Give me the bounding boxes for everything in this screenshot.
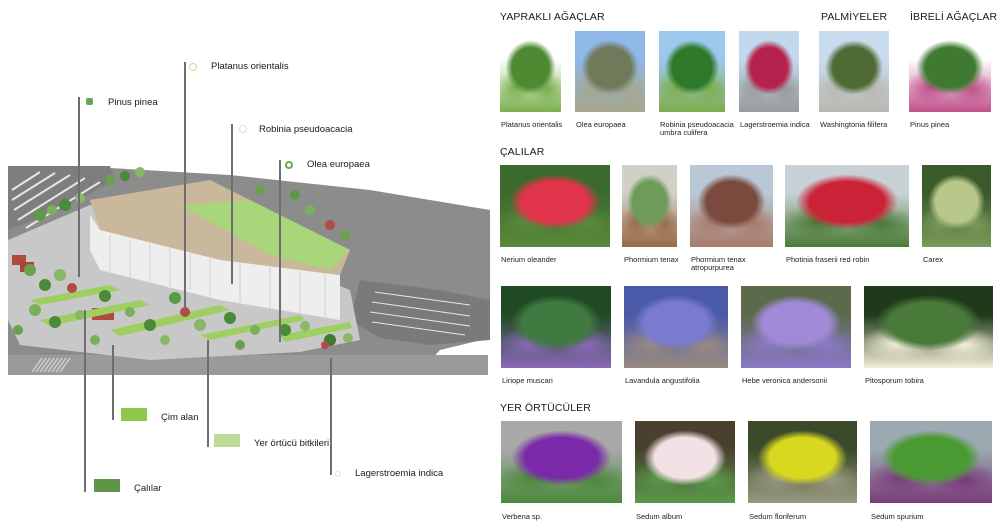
- callout-robinia-pseudoacacia: Robinia pseudoacacia: [259, 124, 353, 135]
- legend-label-cim-alan: Çim alan: [161, 412, 199, 423]
- caption-washingtonia: Washingtonia filifera: [820, 120, 888, 129]
- leader-line-lagerstroemia: [330, 358, 332, 475]
- section-title-deciduous-trees: YAPRAKLI AĞAÇLAR: [500, 11, 605, 23]
- caption-photinia: Photinia fraserii red robin: [786, 255, 870, 264]
- caption-phormium-atropurpurea-line1: Phormium tenax: [691, 255, 746, 264]
- plant-photo-washingtonia: [819, 31, 889, 112]
- caption-robinia-line2: umbra culifera: [660, 128, 708, 137]
- callout-pinus-pinea: Pinus pinea: [108, 97, 158, 108]
- site-render-illustration: [8, 166, 490, 375]
- trees: [13, 167, 353, 350]
- circle-outline-icon: [189, 63, 197, 71]
- section-title-palms: PALMİYELER: [821, 11, 888, 23]
- caption-liriope: Liriope muscari: [502, 376, 553, 385]
- callout-olea-europaea: Olea europaea: [307, 159, 370, 170]
- plant-photo-lavandula: [624, 286, 728, 368]
- caption-sedum-floriferum: Sedum floriferum: [749, 512, 807, 521]
- section-title-conifers: İBRELİ AĞAÇLAR: [910, 11, 998, 23]
- plant-photo-robinia: [659, 31, 725, 112]
- legend-label-yer-ortucu: Yer örtücü bitkileri: [254, 438, 330, 449]
- callout-platanus-orientalis: Platanus orientalis: [211, 61, 289, 72]
- caption-olea-europaea: Olea europaea: [576, 120, 626, 129]
- plant-photo-sedum-spurium: [870, 421, 992, 503]
- plant-photo-sedum-album: [635, 421, 735, 503]
- section-title-groundcovers: YER ÖRTÜCÜLER: [500, 402, 591, 414]
- caption-platanus-orientalis: Platanus orientalis: [501, 120, 563, 129]
- leader-line-yer-ortucu: [207, 340, 209, 447]
- parking-lines-left: [11, 171, 101, 229]
- caption-verbena: Verbena sp.: [502, 512, 543, 521]
- callout-lagerstroemia-indica: Lagerstroemia indica: [355, 468, 444, 479]
- plant-photo-platanus-orientalis: [500, 31, 561, 112]
- caption-robinia-line1: Robinia pseudoacacia: [660, 120, 734, 129]
- plant-photo-nerium-oleander: [500, 165, 610, 247]
- pine-cluster-icon: [86, 98, 93, 105]
- caption-sedum-spurium: Sedum spurium: [871, 512, 924, 521]
- caption-lagerstroemia: Lagerstroemia indica: [740, 120, 810, 129]
- legend-swatch-yer-ortucu: [214, 434, 240, 447]
- plant-photo-photinia: [785, 165, 909, 247]
- caption-phormium-tenax: Phormium tenax: [624, 255, 679, 264]
- pavilion: [12, 255, 26, 265]
- building-green-roof: [180, 200, 350, 270]
- leader-line-pinus-pinea: [78, 97, 80, 277]
- parking-lot-right: [350, 280, 490, 345]
- plant-photo-liriope: [501, 286, 611, 368]
- plant-photo-pinus-pinea: [909, 31, 991, 112]
- legend-label-calilar: Çalılar: [134, 483, 162, 494]
- plant-photo-phormium-atropurpurea: [690, 165, 773, 247]
- leader-line-cim-alan: [112, 345, 114, 420]
- plant-photo-sedum-floriferum: [748, 421, 857, 503]
- caption-phormium-atropurpurea-line2: atropurpurea: [691, 263, 734, 272]
- section-title-shrubs: ÇALILAR: [500, 146, 545, 158]
- caption-hebe: Hebe veronica andersonii: [742, 376, 828, 385]
- leader-line-calilar: [84, 310, 86, 492]
- parking-lines-right: [369, 291, 471, 336]
- circle-target-icon: [285, 161, 293, 169]
- caption-carex: Carex: [923, 255, 944, 264]
- circle-faint-icon: [335, 471, 341, 477]
- legend-swatch-calilar: [94, 479, 120, 492]
- plant-photo-hebe: [741, 286, 851, 368]
- caption-pinus-pinea: Pinus pinea: [910, 120, 950, 129]
- plant-photo-phormium-tenax: [622, 165, 677, 247]
- road-band: [8, 355, 488, 375]
- caption-lavandula: Lavandula angustifolia: [625, 376, 700, 385]
- building-facade: [90, 215, 340, 320]
- leader-line-platanus-orientalis: [184, 62, 186, 308]
- plant-photo-pitosporum: [864, 286, 993, 368]
- plant-photo-lagerstroemia: [739, 31, 799, 112]
- crosswalk: [31, 357, 71, 373]
- plant-photo-carex: [922, 165, 991, 247]
- caption-sedum-album: Sedum album: [636, 512, 683, 521]
- plant-photo-verbena: [501, 421, 622, 503]
- plant-photo-olea-europaea: [575, 31, 645, 112]
- circle-faint-icon: [239, 125, 247, 133]
- caption-nerium-oleander: Nerium oleander: [501, 255, 557, 264]
- legend-swatch-cim-alan: [121, 408, 147, 421]
- leader-line-robinia: [231, 124, 233, 284]
- facade-fins: [109, 235, 326, 317]
- site-plan-axonometric: Platanus orientalis Pinus pinea Robinia …: [0, 0, 492, 522]
- caption-pitosporum: Pitosporum tobira: [865, 376, 924, 385]
- leader-line-olea-europaea: [279, 160, 281, 342]
